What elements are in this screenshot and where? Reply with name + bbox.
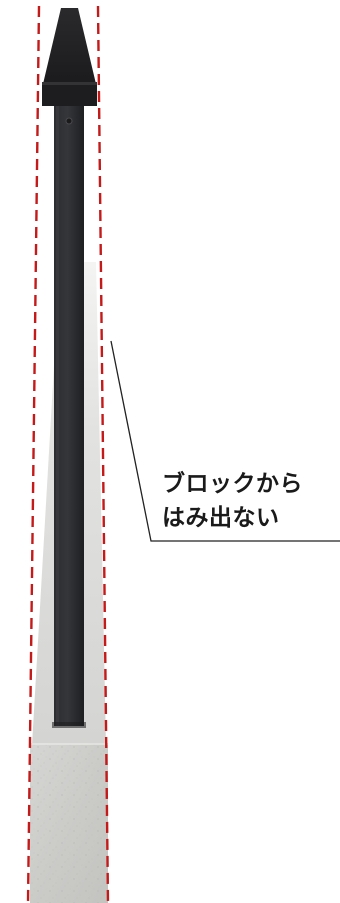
post-cap bbox=[42, 8, 97, 106]
callout-label: ブロックから はみ出ない bbox=[162, 467, 303, 535]
screw-icon bbox=[65, 117, 73, 125]
callout-line-1: ブロックから bbox=[162, 471, 303, 497]
callout-line-2: はみ出ない bbox=[162, 505, 280, 531]
post-base-shadow bbox=[52, 722, 86, 728]
post-edge-highlight bbox=[56, 104, 59, 726]
left-guide-line bbox=[26, 5, 41, 903]
right-guide-line bbox=[96, 5, 110, 903]
concrete-block bbox=[30, 743, 108, 903]
callout-leader-line bbox=[110, 340, 340, 542]
